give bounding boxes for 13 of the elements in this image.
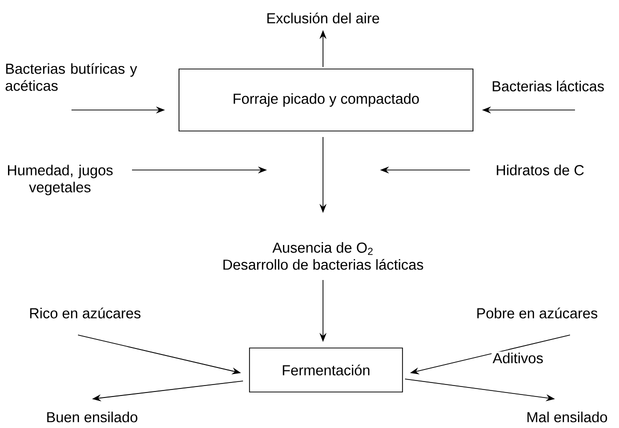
input-label: Pobre en azúcares (477, 308, 598, 318)
input-label: Rico en azúcares (30, 308, 140, 318)
input-label: Hidratos de C (496, 164, 584, 176)
input-label: Mal ensilado (527, 412, 608, 422)
input-label: Exclusión del aire (267, 12, 380, 24)
process-box: Forraje picado y compactado (178, 68, 474, 132)
input-label: Bacterias lácticas (492, 80, 604, 92)
input-label: Humedad, jugos vegetales (8, 164, 113, 196)
input-label: Buen ensilado (47, 412, 138, 422)
process-box: Fermentación (249, 348, 403, 392)
input-label: Bacterias butíricas y acéticas (6, 63, 138, 91)
condition-text: Ausencia de O$_{2}$ Desarrollo de bacterias lácticas (223, 242, 424, 270)
edge-label: Aditivos (492, 352, 544, 364)
